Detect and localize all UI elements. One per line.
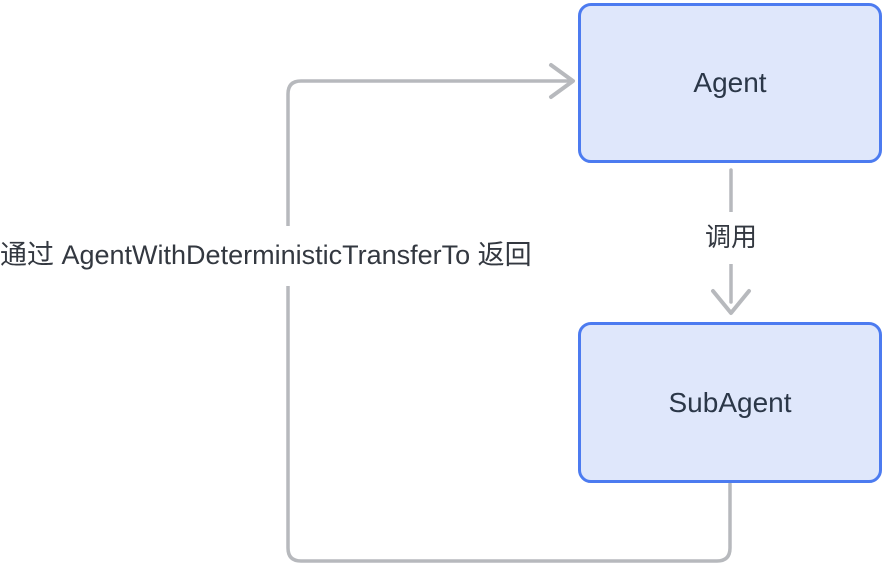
- node-subagent: SubAgent: [578, 322, 882, 483]
- call-edge-label-text: 调用: [704, 222, 757, 253]
- return-edge-line: [286, 79, 732, 563]
- return-edge-label-text: 通过 AgentWithDeterministicTransferTo 返回: [0, 240, 532, 271]
- call-edge-arrowhead-icon: [711, 289, 751, 315]
- return-edge-label: 通过 AgentWithDeterministicTransferTo 返回: [0, 226, 560, 286]
- return-edge-arrowhead-icon: [549, 63, 575, 99]
- node-agent: Agent: [578, 3, 882, 163]
- node-subagent-label: SubAgent: [668, 386, 792, 418]
- node-agent-label: Agent: [693, 67, 767, 98]
- call-edge-label: 调用: [699, 212, 763, 264]
